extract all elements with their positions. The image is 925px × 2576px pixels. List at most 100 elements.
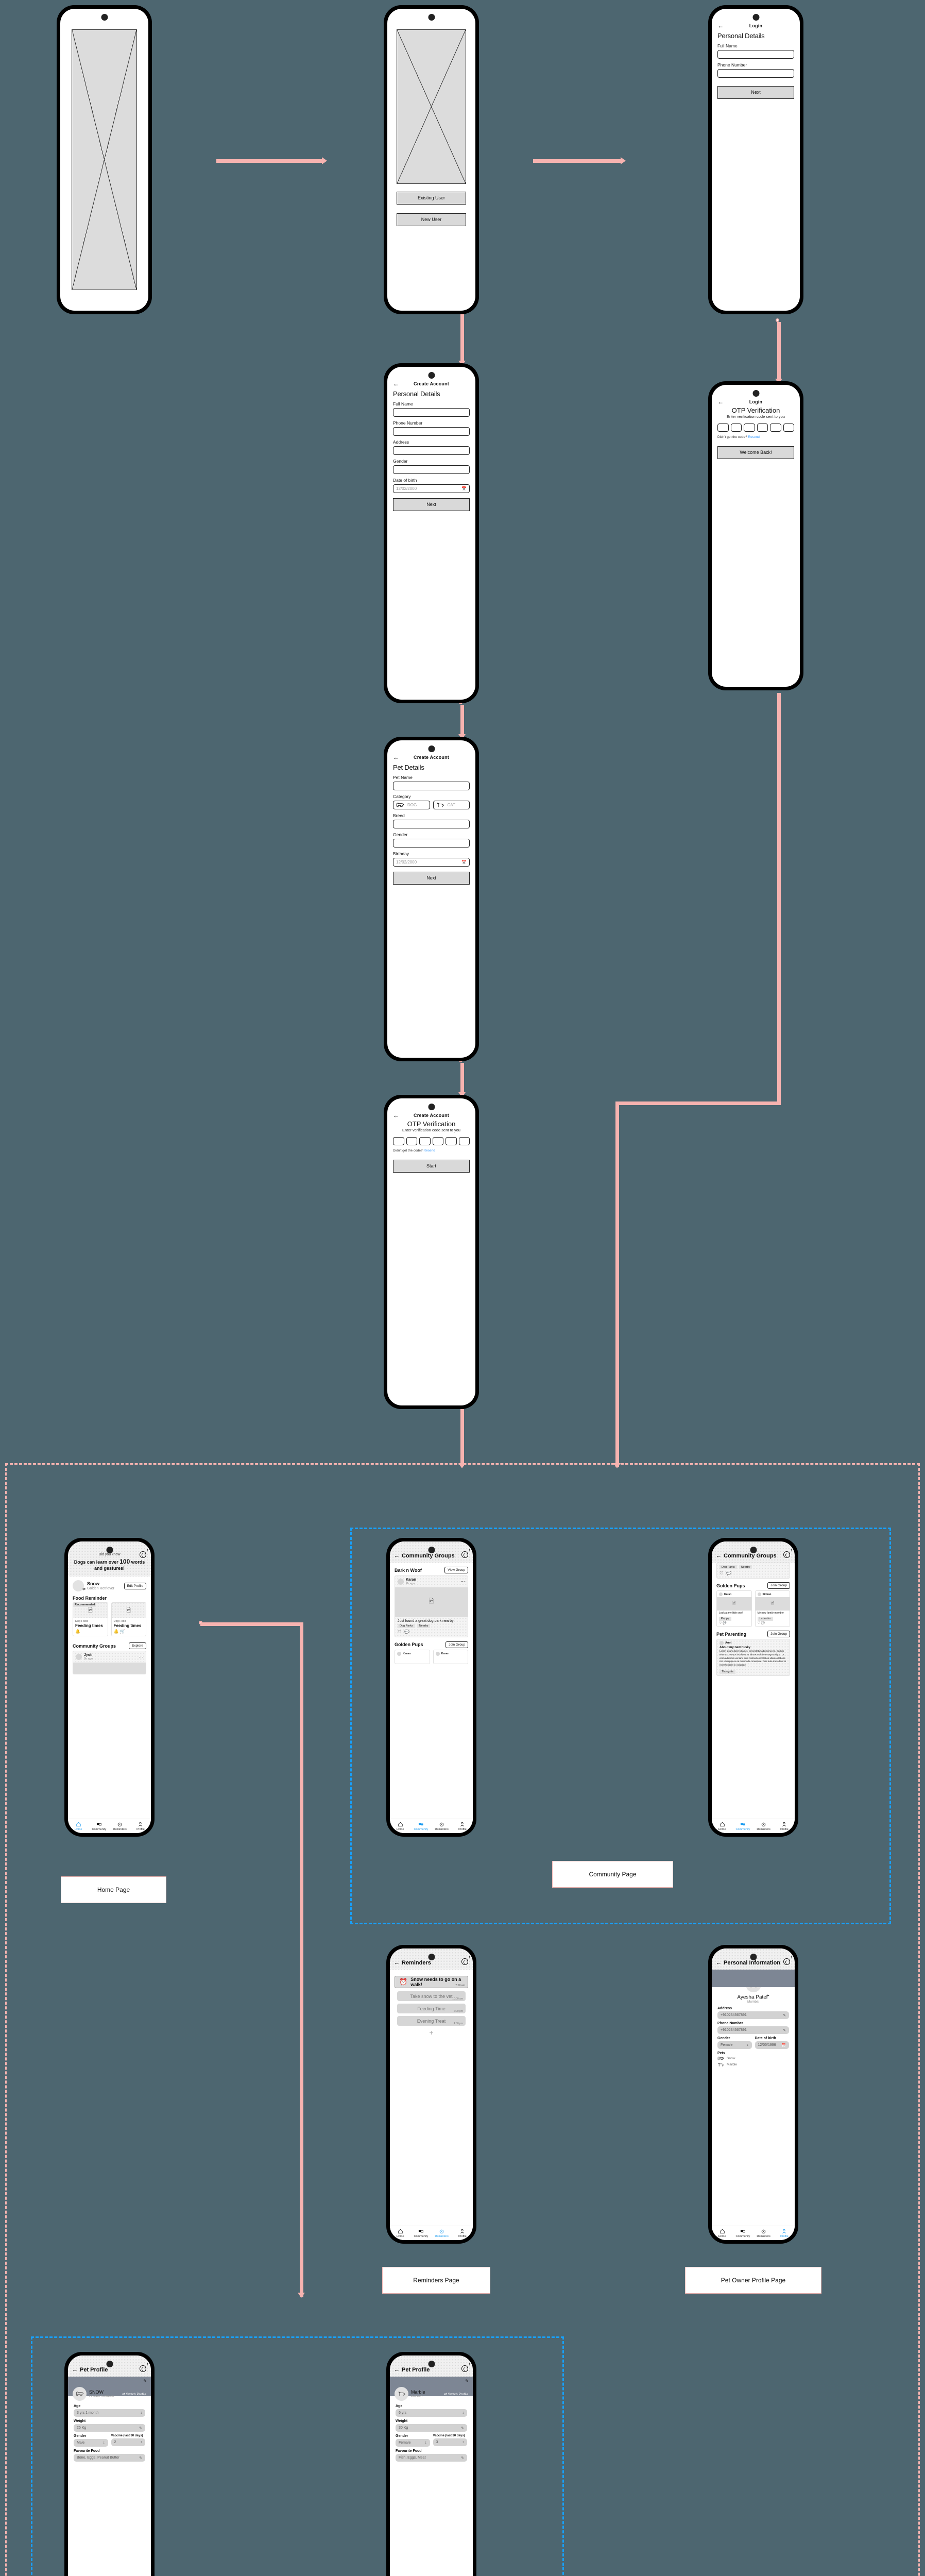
tab-community[interactable]: Community [732, 1822, 753, 1831]
post-tag[interactable]: Labrador [757, 1617, 773, 1621]
next-button[interactable]: Next [393, 872, 470, 885]
globe-icon[interactable] [140, 1551, 146, 1558]
switch-profile-button[interactable]: ⇄ Switch Profile [122, 2392, 146, 2396]
category-cat-option[interactable]: CAT [433, 801, 470, 809]
back-arrow-icon[interactable]: ← [394, 2367, 400, 2373]
tab-community[interactable]: Community [410, 2229, 431, 2238]
mini-post-card[interactable]: Karan [395, 1649, 430, 1664]
edit-icon[interactable]: ✎ [783, 2028, 786, 2032]
fav-food-value[interactable]: Bone, Eggs, Peanut Butter ✎ [74, 2454, 145, 2462]
tab-community[interactable]: Community [89, 1822, 109, 1831]
pet-name-input[interactable] [393, 782, 470, 790]
edit-icon[interactable]: ▸ [767, 1994, 769, 1997]
otp-cell[interactable] [458, 1137, 470, 1145]
gender-input[interactable] [393, 465, 470, 474]
globe-icon[interactable] [461, 1551, 468, 1558]
globe-icon[interactable] [461, 1958, 468, 1965]
pet-avatar[interactable] [395, 2387, 408, 2401]
gender-value[interactable]: Female ↕ [717, 2041, 752, 2049]
otp-cell[interactable] [419, 1137, 431, 1145]
pet-avatar[interactable] [73, 2387, 87, 2401]
phone-value[interactable]: +910234567891 ✎ [717, 2026, 789, 2035]
text-post-card[interactable]: Amit About my new husky Lorem ipsum dolo… [716, 1639, 790, 1676]
tab-home[interactable]: Home [390, 1822, 410, 1831]
featured-reminder[interactable]: ⏰ Snow needs to go on a walk! 7:00 am [395, 1976, 468, 1988]
tab-home[interactable]: Home [712, 2229, 732, 2238]
edit-profile-button[interactable]: Edit Profile [124, 1582, 146, 1589]
weight-value[interactable]: 30 Kg ✎ [396, 2424, 467, 2432]
post-tag[interactable]: Dog Parks [398, 1623, 415, 1628]
address-input[interactable] [393, 446, 470, 455]
edit-icon[interactable]: ✎ [139, 2426, 142, 2430]
dob-input[interactable]: 12/02/2000 📅 [393, 484, 470, 493]
new-user-button[interactable]: New User [397, 213, 466, 226]
post-tag[interactable]: Puppy [719, 1617, 731, 1621]
globe-icon[interactable] [783, 1551, 790, 1558]
food-card[interactable]: Recommended 🖻 Dog Food Feeding times 🔔 [73, 1602, 108, 1637]
view-group-button[interactable]: View Group [444, 1567, 468, 1573]
globe-icon[interactable] [461, 2365, 468, 2372]
switch-profile-button[interactable]: ⇄ Switch Profile [444, 2392, 468, 2396]
tab-reminders[interactable]: Reminders [753, 1822, 774, 1831]
stepper-icon[interactable]: ↕ [462, 2441, 465, 2444]
age-value[interactable]: 3 yrs 1 month ↕ [74, 2409, 145, 2417]
vaccine-value[interactable]: 3 ↕ [433, 2438, 467, 2446]
pet-list-item[interactable]: Marble [717, 2062, 789, 2067]
dob-value[interactable]: 12/05/1996 📅 [755, 2041, 789, 2049]
next-button[interactable]: Next [717, 86, 794, 99]
back-arrow-icon[interactable]: ← [393, 754, 399, 761]
heart-icon[interactable]: ♡ [757, 1622, 760, 1625]
join-group-button[interactable]: Join Group [446, 1641, 468, 1648]
community-post[interactable]: Karan 2h ago ⋯ 🖻 Just found a great dog … [395, 1575, 468, 1637]
heart-icon[interactable]: ♡ [719, 1622, 722, 1625]
partial-post-card[interactable]: Dog Parks Nearby ♡ 💬 [716, 1563, 790, 1579]
stepper-icon[interactable]: ↕ [425, 2441, 427, 2445]
tab-profile[interactable]: Profile [774, 1822, 795, 1831]
cart-icon[interactable]: 🛒 [119, 1629, 125, 1634]
switch-profile-icon[interactable]: ⇄ [82, 1588, 85, 1592]
bell-icon[interactable]: 🔔 [113, 1629, 119, 1634]
back-arrow-icon[interactable]: ← [717, 22, 724, 29]
pet-list-item[interactable]: Snow [717, 2056, 789, 2061]
back-arrow-icon[interactable]: ← [393, 380, 399, 387]
tab-reminders[interactable]: Reminders [110, 1822, 130, 1831]
phone-number-input[interactable] [717, 69, 794, 78]
tab-profile[interactable]: Profile [452, 1822, 473, 1831]
mini-post-card[interactable]: Karan [433, 1649, 468, 1664]
gender-value[interactable]: Male ↕ [74, 2439, 108, 2447]
community-post[interactable]: Jyoti 5h ago ⋯ [73, 1651, 146, 1674]
edit-icon[interactable]: ✎ [143, 2379, 147, 2383]
reminder-item[interactable]: Take snow to the vet 10:00 am [397, 1991, 466, 2001]
back-arrow-icon[interactable]: ← [716, 1553, 722, 1559]
otp-cell[interactable] [432, 1137, 443, 1145]
stepper-icon[interactable]: ↕ [140, 2441, 143, 2444]
tab-home[interactable]: Home [712, 1822, 732, 1831]
weight-value[interactable]: 25 Kg ✎ [74, 2424, 145, 2432]
gender-value[interactable]: Female ↕ [396, 2439, 430, 2447]
tab-reminders[interactable]: Reminders [432, 2229, 452, 2238]
post-tag[interactable]: Thoughts [720, 1669, 735, 1674]
comment-icon[interactable]: 💬 [404, 1629, 410, 1634]
calendar-icon[interactable]: 📅 [461, 860, 467, 865]
start-button[interactable]: Start [393, 1160, 470, 1173]
group-post-card[interactable]: Karan 🖻 Look at my little one! Puppy ♡ 💬 [716, 1590, 752, 1627]
stepper-icon[interactable]: ↕ [103, 2441, 105, 2445]
calendar-icon[interactable]: 📅 [781, 2043, 786, 2047]
resend-link[interactable]: Resend [748, 435, 760, 439]
post-menu-icon[interactable]: ⋯ [139, 1654, 143, 1659]
add-reminder-button[interactable]: + [429, 2028, 434, 2037]
age-value[interactable]: 6 yrs ↕ [396, 2409, 467, 2417]
comment-icon[interactable]: 💬 [723, 1622, 727, 1625]
back-arrow-icon[interactable]: ← [394, 1553, 400, 1559]
reminder-item[interactable]: Evening Treat 4:00 pm [397, 2016, 466, 2026]
calendar-icon[interactable]: 📅 [461, 486, 467, 491]
tab-profile[interactable]: Profile [130, 1822, 151, 1831]
edit-icon[interactable]: ✎ [783, 2013, 786, 2018]
back-arrow-icon[interactable]: ← [394, 1960, 400, 1966]
phone-number-input[interactable] [393, 427, 470, 436]
tab-community[interactable]: Community [410, 1822, 431, 1831]
tab-profile[interactable]: Profile [774, 2229, 795, 2238]
heart-icon[interactable]: ♡ [720, 1571, 724, 1575]
edit-icon[interactable]: ✎ [139, 2456, 142, 2460]
tab-home[interactable]: Home [68, 1822, 89, 1831]
